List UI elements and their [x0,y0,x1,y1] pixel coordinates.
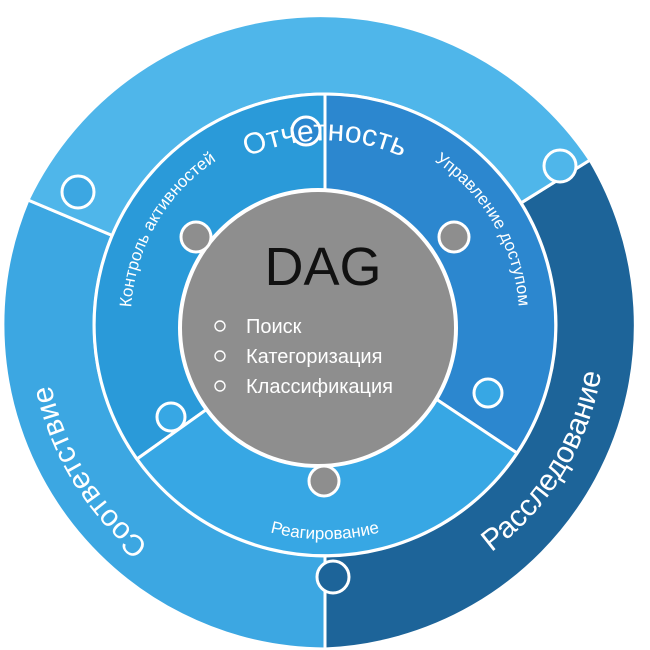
outer-knob-right [542,148,578,184]
outer-knob-bottom [315,559,351,595]
inner-knob-left [155,401,187,433]
inner-knob-right [472,377,504,409]
center-item-classification: Классификация [246,376,393,398]
center-title: DAG [264,237,381,297]
inner-knob-top [290,115,322,147]
center-knob-left [179,220,213,254]
bullet-icon [214,320,226,332]
center-item-search: Поиск [246,316,302,338]
center-circle [178,188,458,468]
center-knob-bottom [307,464,341,498]
outer-knob-left [60,174,96,210]
bullet-icon [214,350,226,362]
center-knob-right [437,220,471,254]
center-item-categorization: Категоризация [246,346,382,368]
bullet-icon [214,380,226,392]
